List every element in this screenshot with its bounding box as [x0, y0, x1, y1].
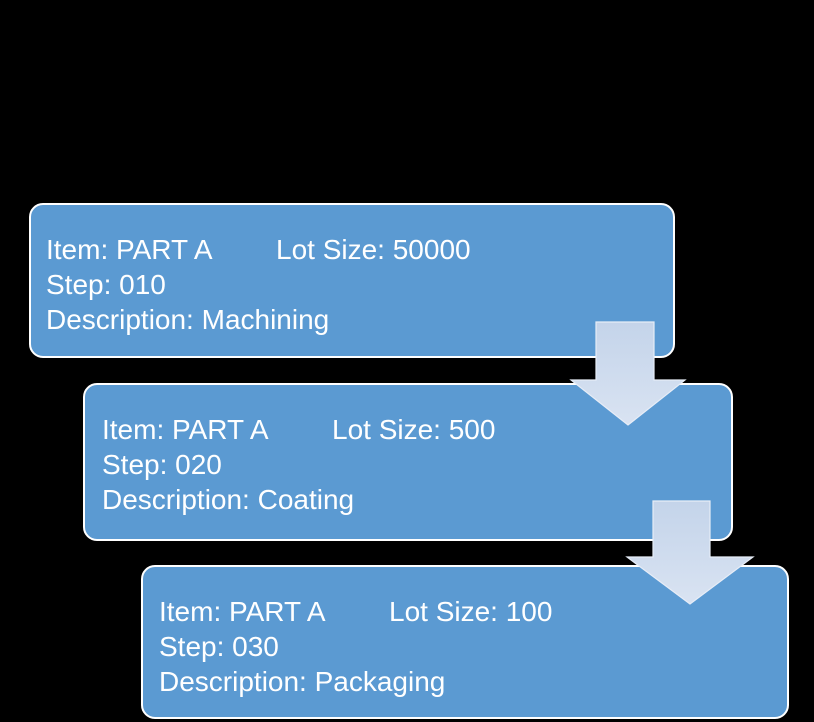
description-label: Description: Machining	[46, 304, 330, 335]
description-label: Description: Packaging	[159, 666, 446, 697]
step-label: Step: 010	[46, 269, 166, 300]
step-label: Step: 030	[159, 631, 279, 662]
item-lot-line: Item: PART A Lot Size: 50000	[46, 232, 663, 267]
process-step-020-box: Item: PART A Lot Size: 500 Step: 020 Desc…	[83, 383, 733, 541]
item-label: Item: PART A	[46, 234, 213, 265]
process-step-030-box: Item: PART A Lot Size: 100 Step: 030 Desc…	[141, 565, 789, 719]
process-step-010-box: Item: PART A Lot Size: 50000 Step: 010 De…	[29, 203, 675, 358]
step-label: Step: 020	[102, 449, 222, 480]
lot-size-label: Lot Size: 500	[332, 414, 496, 445]
lot-size-label: Lot Size: 100	[389, 596, 553, 627]
description-label: Description: Coating	[102, 484, 355, 515]
item-lot-line: Item: PART A Lot Size: 500	[102, 412, 721, 447]
lot-size-label: Lot Size: 50000	[276, 234, 471, 265]
item-lot-line: Item: PART A Lot Size: 100	[159, 594, 777, 629]
item-label: Item: PART A	[159, 596, 326, 627]
item-label: Item: PART A	[102, 414, 269, 445]
